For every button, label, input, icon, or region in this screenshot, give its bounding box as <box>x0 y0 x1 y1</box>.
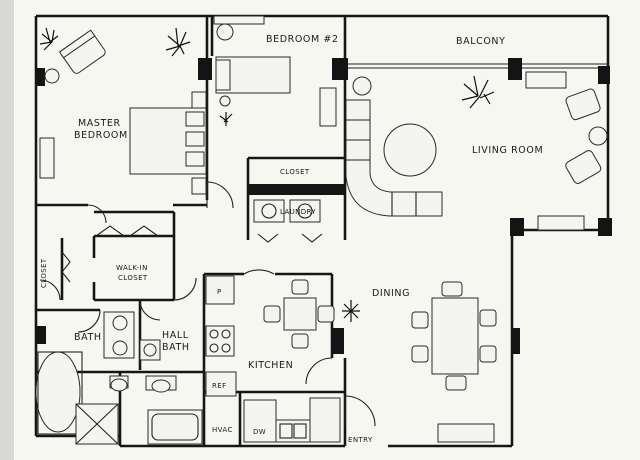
hvac-label: HVAC <box>212 426 233 434</box>
bedroom2-furniture <box>213 15 337 223</box>
walk-in-closet-label-line2: CLOSET <box>118 274 148 282</box>
doors <box>39 181 376 427</box>
dining-label: DINING <box>372 288 410 299</box>
columns <box>36 58 612 354</box>
refrigerator-label: REF <box>212 382 227 390</box>
plant-icon <box>165 27 191 57</box>
dishwasher-label: DW <box>253 428 266 436</box>
living-room-furniture <box>345 71 608 231</box>
bath-label: BATH <box>74 332 102 343</box>
living-room-label: LIVING ROOM <box>472 145 543 156</box>
plant-icon <box>39 27 59 51</box>
closet-left-label: CLOSET <box>40 258 48 288</box>
plant-icon <box>461 75 495 109</box>
kitchen-label: KITCHEN <box>248 360 293 371</box>
kitchen-furniture <box>205 275 341 443</box>
laundry-label: LAUNDRY <box>280 208 316 216</box>
balcony-label: BALCONY <box>456 36 506 47</box>
plant-icon <box>342 300 360 322</box>
room-labels: MASTER BEDROOM BEDROOM #2 BALCONY LIVING… <box>40 34 543 444</box>
pantry-label: P <box>217 288 222 296</box>
entry-label: ENTRY <box>348 436 373 444</box>
master-bedroom-furniture <box>39 27 207 195</box>
master-bedroom-label-line2: BEDROOM <box>74 130 128 141</box>
master-bedroom-label-line1: MASTER <box>78 118 121 129</box>
hall-bath-label-line1: HALL <box>162 330 189 341</box>
bedroom2-label: BEDROOM #2 <box>266 34 339 45</box>
bath-fixtures <box>35 311 203 445</box>
walk-in-closet-label-line1: WALK-IN <box>116 264 148 272</box>
hall-bath-label-line2: BATH <box>162 342 190 353</box>
dining-furniture <box>342 281 497 443</box>
closet-bedroom2-label: CLOSET <box>280 168 310 176</box>
plant-icon <box>219 112 233 126</box>
